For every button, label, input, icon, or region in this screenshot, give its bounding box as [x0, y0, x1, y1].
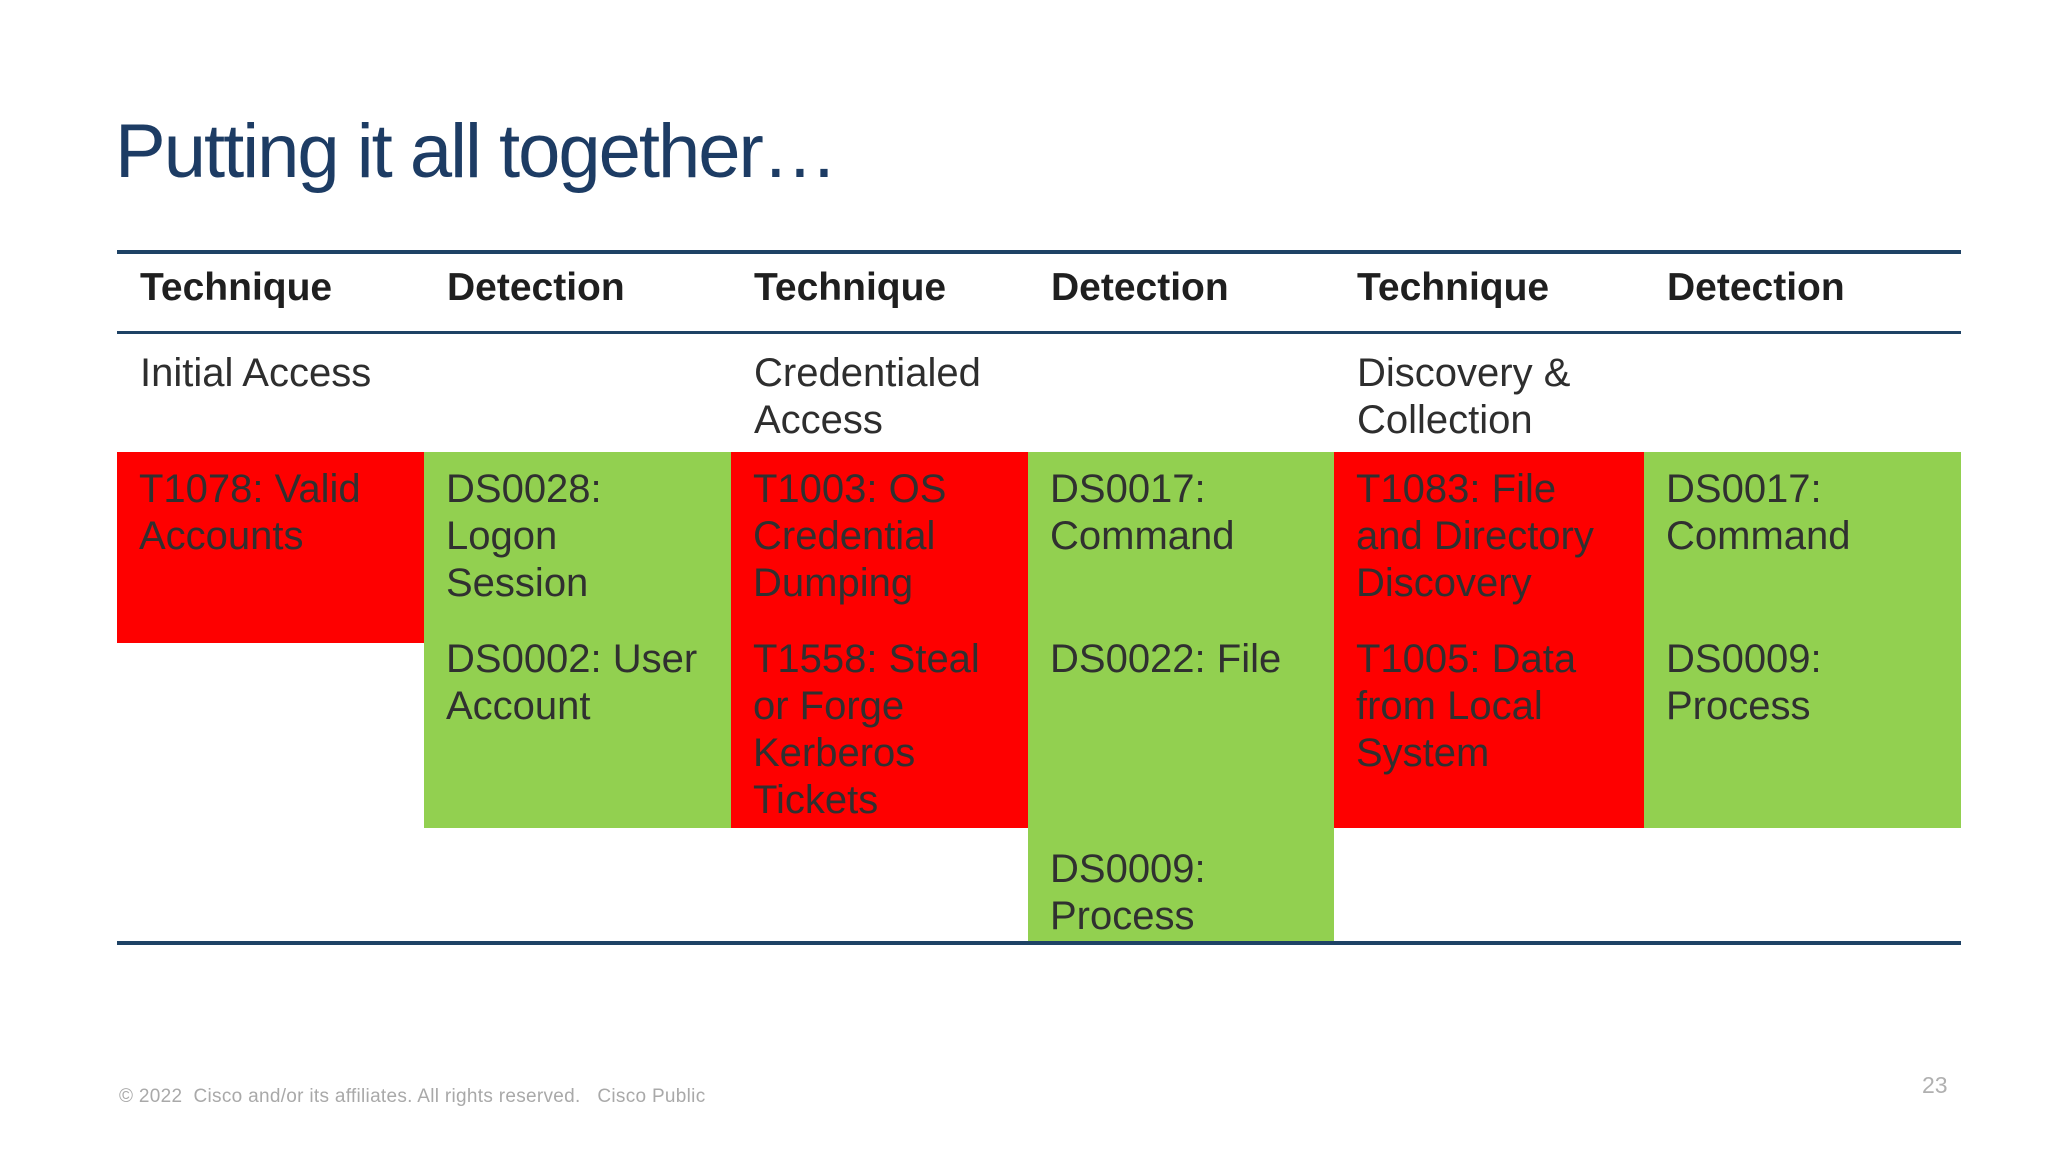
- technique-cell-credentialed-access: T1003: OS Credential Dumping T1558: Stea…: [731, 452, 1028, 828]
- copyright-footer: © 2022 Cisco and/or its affiliates. All …: [119, 1086, 706, 1107]
- page-number: 23: [1922, 1072, 1948, 1098]
- column-header-technique-2: Technique: [754, 266, 947, 309]
- detection-cell-credentialed-access: DS0017: Command DS0022: File DS0009: Pro…: [1028, 452, 1334, 941]
- technique-t1005: T1005: Data from Local System: [1356, 637, 1577, 775]
- column-header-detection-3: Detection: [1667, 266, 1845, 309]
- technique-t1078: T1078: Valid Accounts: [139, 467, 361, 558]
- technique-cell-initial-access: T1078: Valid Accounts: [117, 452, 424, 643]
- page-title: Putting it all together…: [115, 109, 838, 194]
- tactic-label-initial-access: Initial Access: [140, 351, 372, 395]
- detection-ds0028: DS0028: Logon Session: [446, 467, 602, 605]
- column-header-detection-1: Detection: [447, 266, 625, 309]
- detection-ds0009-1: DS0009: Process: [1050, 847, 1206, 938]
- tactic-label-credentialed-access: Credentialed Access: [754, 351, 981, 442]
- table-top-border: [117, 250, 1961, 254]
- detection-ds0022: DS0022: File: [1050, 637, 1282, 681]
- table-bottom-border: [117, 941, 1961, 945]
- detection-cell-initial-access: DS0028: Logon Session DS0002: User Accou…: [424, 452, 731, 828]
- technique-cell-discovery-collection: T1083: File and Directory Discovery T100…: [1334, 452, 1644, 828]
- table-header-divider: [117, 331, 1961, 334]
- column-header-detection-2: Detection: [1051, 266, 1229, 309]
- detection-cell-discovery-collection: DS0017: Command DS0009: Process: [1644, 452, 1961, 828]
- technique-t1083: T1083: File and Directory Discovery: [1356, 467, 1594, 605]
- technique-t1558: T1558: Steal or Forge Kerberos Tickets: [753, 637, 980, 822]
- technique-t1003: T1003: OS Credential Dumping: [753, 467, 947, 605]
- column-header-technique-1: Technique: [140, 266, 333, 309]
- detection-ds0017-1: DS0017: Command: [1050, 467, 1235, 558]
- detection-ds0017-2: DS0017: Command: [1666, 467, 1851, 558]
- column-header-technique-3: Technique: [1357, 266, 1550, 309]
- tactic-label-discovery-collection: Discovery & Collection: [1357, 351, 1571, 442]
- detection-ds0002: DS0002: User Account: [446, 637, 698, 728]
- detection-ds0009-2: DS0009: Process: [1666, 637, 1822, 728]
